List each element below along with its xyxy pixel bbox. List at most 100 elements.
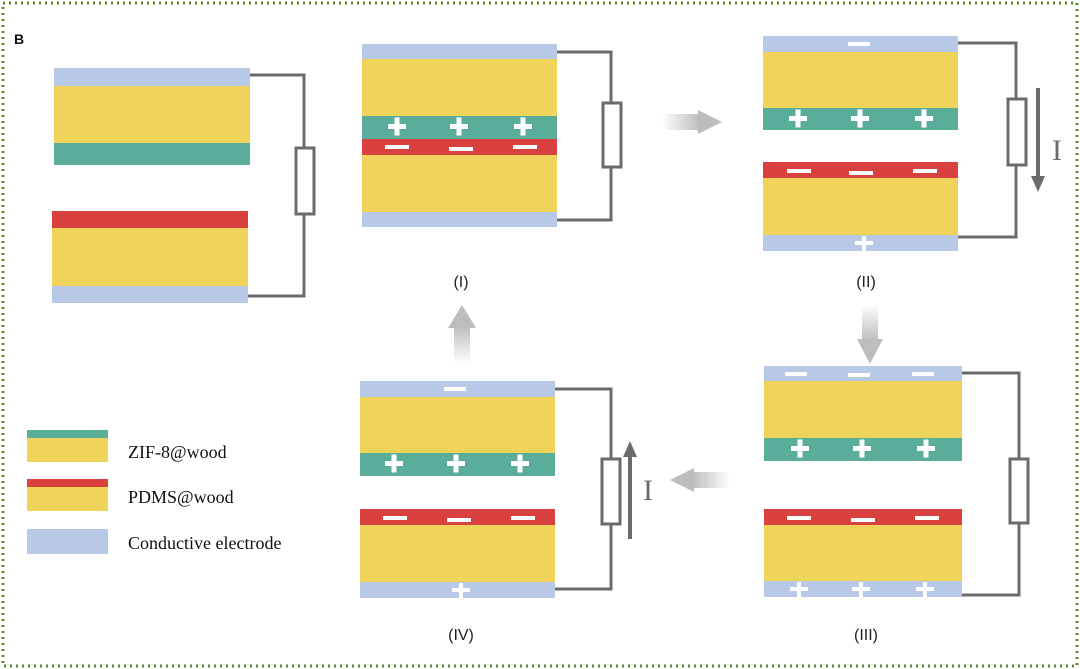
pdms-film (52, 211, 248, 228)
zif8-wood-layer (764, 381, 962, 438)
pdms-wood-layer (360, 525, 555, 582)
stage-3-device (764, 366, 1030, 597)
legend-label: PDMS@wood (128, 487, 234, 507)
minus-icon (848, 373, 870, 377)
legend-item-pdms-wood: PDMS@wood (27, 479, 234, 511)
resistor-circuit (555, 387, 622, 591)
resistor-icon (294, 146, 316, 216)
resistor-icon (600, 457, 622, 526)
plus-icon (450, 117, 468, 136)
bottom-electrode (362, 212, 557, 227)
minus-icon (513, 145, 537, 149)
positive-charges (789, 109, 933, 128)
positive-charges (388, 117, 532, 136)
current-up-arrow-icon (623, 441, 637, 539)
stage-4-label: (IV) (448, 627, 474, 644)
current-symbol: I (1052, 134, 1062, 167)
plus-icon (789, 109, 807, 128)
arrow-up-icon (448, 305, 476, 364)
legend-label: Conductive electrode (128, 533, 281, 553)
plus-icon (452, 583, 470, 598)
legend-swatch-pdms (27, 479, 108, 487)
zif8-wood-layer (763, 52, 958, 108)
minus-icon (849, 171, 873, 175)
plus-icon (791, 439, 809, 458)
zif8-wood-layer (54, 86, 250, 143)
plus-icon (447, 454, 465, 473)
pdms-wood-layer (52, 228, 248, 286)
initial-state-device (52, 68, 316, 303)
plus-icon (855, 236, 873, 251)
resistor-circuit (557, 50, 623, 222)
negative-charges (785, 372, 934, 377)
negative-charges (383, 516, 535, 522)
stage-1-label: (I) (453, 274, 468, 291)
negative-charges (787, 169, 937, 175)
minus-icon (787, 516, 811, 520)
pdms-film (360, 509, 555, 525)
minus-icon (913, 169, 937, 173)
legend: ZIF-8@wood PDMS@wood Conductive electrod… (27, 430, 281, 554)
legend-swatch-zif8 (27, 430, 108, 438)
legend-swatch-wood (27, 438, 108, 462)
minus-icon (915, 516, 939, 520)
minus-icon (912, 372, 934, 376)
zif8-wood-layer (362, 59, 557, 116)
resistor-icon (1008, 457, 1030, 525)
pdms-wood-layer (362, 155, 557, 212)
minus-icon (848, 42, 870, 46)
resistor-circuit (246, 73, 316, 298)
pdms-film (764, 509, 962, 525)
minus-icon (787, 169, 811, 173)
plus-icon (916, 582, 934, 597)
stage-4-device: I (360, 381, 653, 598)
minus-icon (785, 372, 807, 376)
pdms-wood-layer (763, 178, 958, 235)
plus-icon (853, 439, 871, 458)
minus-icon (447, 518, 471, 522)
minus-icon (444, 387, 466, 391)
plus-icon (851, 109, 869, 128)
resistor-icon (1006, 97, 1028, 167)
negative-charges (385, 145, 537, 151)
top-electrode (54, 68, 250, 86)
arrow-left-icon (670, 468, 730, 492)
arrow-down-icon (857, 304, 883, 364)
zif8-film (54, 143, 250, 165)
negative-charges (787, 516, 939, 522)
positive-charges (790, 582, 934, 597)
resistor-circuit (958, 41, 1028, 239)
resistor-icon (601, 101, 623, 169)
bottom-electrode (52, 286, 248, 303)
stage-2-label: (II) (856, 274, 876, 291)
stage-2-device: I (763, 36, 1062, 251)
pdms-wood-layer (764, 525, 962, 581)
legend-swatch-electrode (27, 529, 108, 554)
minus-icon (383, 516, 407, 520)
plus-icon (388, 117, 406, 136)
current-down-arrow-icon (1031, 88, 1045, 192)
minus-icon (511, 516, 535, 520)
current-symbol: I (643, 474, 653, 507)
zif8-wood-layer (360, 397, 555, 453)
legend-swatch-wood (27, 487, 108, 511)
minus-icon (449, 147, 473, 151)
pdms-film (763, 162, 958, 178)
panel-label: B (14, 31, 24, 47)
positive-charges (385, 454, 529, 473)
minus-icon (851, 518, 875, 522)
positive-charges (791, 439, 935, 458)
plus-icon (514, 117, 532, 136)
plus-icon (917, 439, 935, 458)
stage-1-device (362, 44, 623, 227)
legend-item-zif8-wood: ZIF-8@wood (27, 430, 227, 462)
top-electrode (362, 44, 557, 59)
plus-icon (852, 582, 870, 597)
minus-icon (385, 145, 409, 149)
plus-icon (915, 109, 933, 128)
stage-3-label: (III) (854, 627, 878, 644)
plus-icon (790, 582, 808, 597)
legend-item-electrode: Conductive electrode (27, 529, 281, 554)
